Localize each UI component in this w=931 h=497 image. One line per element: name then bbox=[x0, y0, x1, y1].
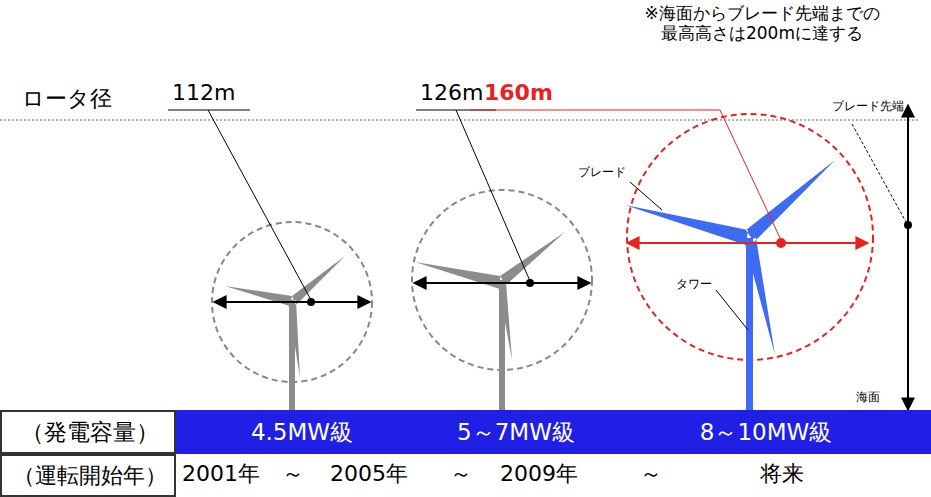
capacity-text: 5～7MW級 bbox=[457, 419, 575, 445]
dot bbox=[904, 221, 912, 229]
dimension: 112m bbox=[172, 80, 235, 105]
year-range: ～ bbox=[640, 461, 662, 486]
part-name: タワー bbox=[676, 278, 712, 292]
row-header-box: （運転開始年） bbox=[0, 454, 176, 497]
year: 2001年 bbox=[182, 461, 260, 486]
leader-line bbox=[720, 110, 781, 240]
leader-line bbox=[456, 110, 530, 281]
part-name: 海面 bbox=[856, 391, 880, 405]
year: 将来 bbox=[760, 461, 804, 486]
axis-label: ロータ径 bbox=[22, 86, 112, 111]
part-name: ブレード bbox=[578, 166, 626, 180]
year: 2009年 bbox=[500, 461, 578, 486]
leader-line bbox=[630, 182, 662, 210]
diameter-arrow bbox=[414, 282, 590, 284]
leader-line bbox=[852, 124, 906, 222]
capacity-text: 4.5MW級 bbox=[251, 419, 353, 445]
capacity-text: 8～10MW級 bbox=[700, 419, 833, 445]
row-header-box: （発電容量） bbox=[0, 410, 176, 454]
note: ※海面からブレード先端までの 最高高さは200mに達する bbox=[612, 4, 912, 43]
row-header-text: （運転開始年） bbox=[13, 463, 167, 488]
leader-line bbox=[208, 110, 311, 300]
dimension: 160m bbox=[484, 80, 553, 105]
year-range: ～ bbox=[282, 461, 304, 486]
part-name: ブレード先端 bbox=[832, 100, 904, 114]
capacity-band: 4.5MW級 5～7MW級 8～10MW級 bbox=[176, 410, 931, 454]
blades bbox=[625, 160, 835, 355]
leader-line bbox=[470, 110, 720, 111]
leader-line bbox=[716, 290, 748, 330]
blades bbox=[225, 256, 345, 378]
blades bbox=[415, 232, 565, 360]
leader-line bbox=[168, 110, 250, 111]
diameter-arrow bbox=[627, 242, 868, 244]
dimension: 126m bbox=[420, 80, 483, 105]
reference-line bbox=[0, 120, 918, 121]
height-arrow bbox=[907, 105, 909, 410]
row-header-text: （発電容量） bbox=[21, 419, 159, 445]
year: 2005年 bbox=[330, 461, 408, 486]
year-range: ～ bbox=[450, 461, 472, 486]
diameter-arrow bbox=[214, 301, 370, 303]
